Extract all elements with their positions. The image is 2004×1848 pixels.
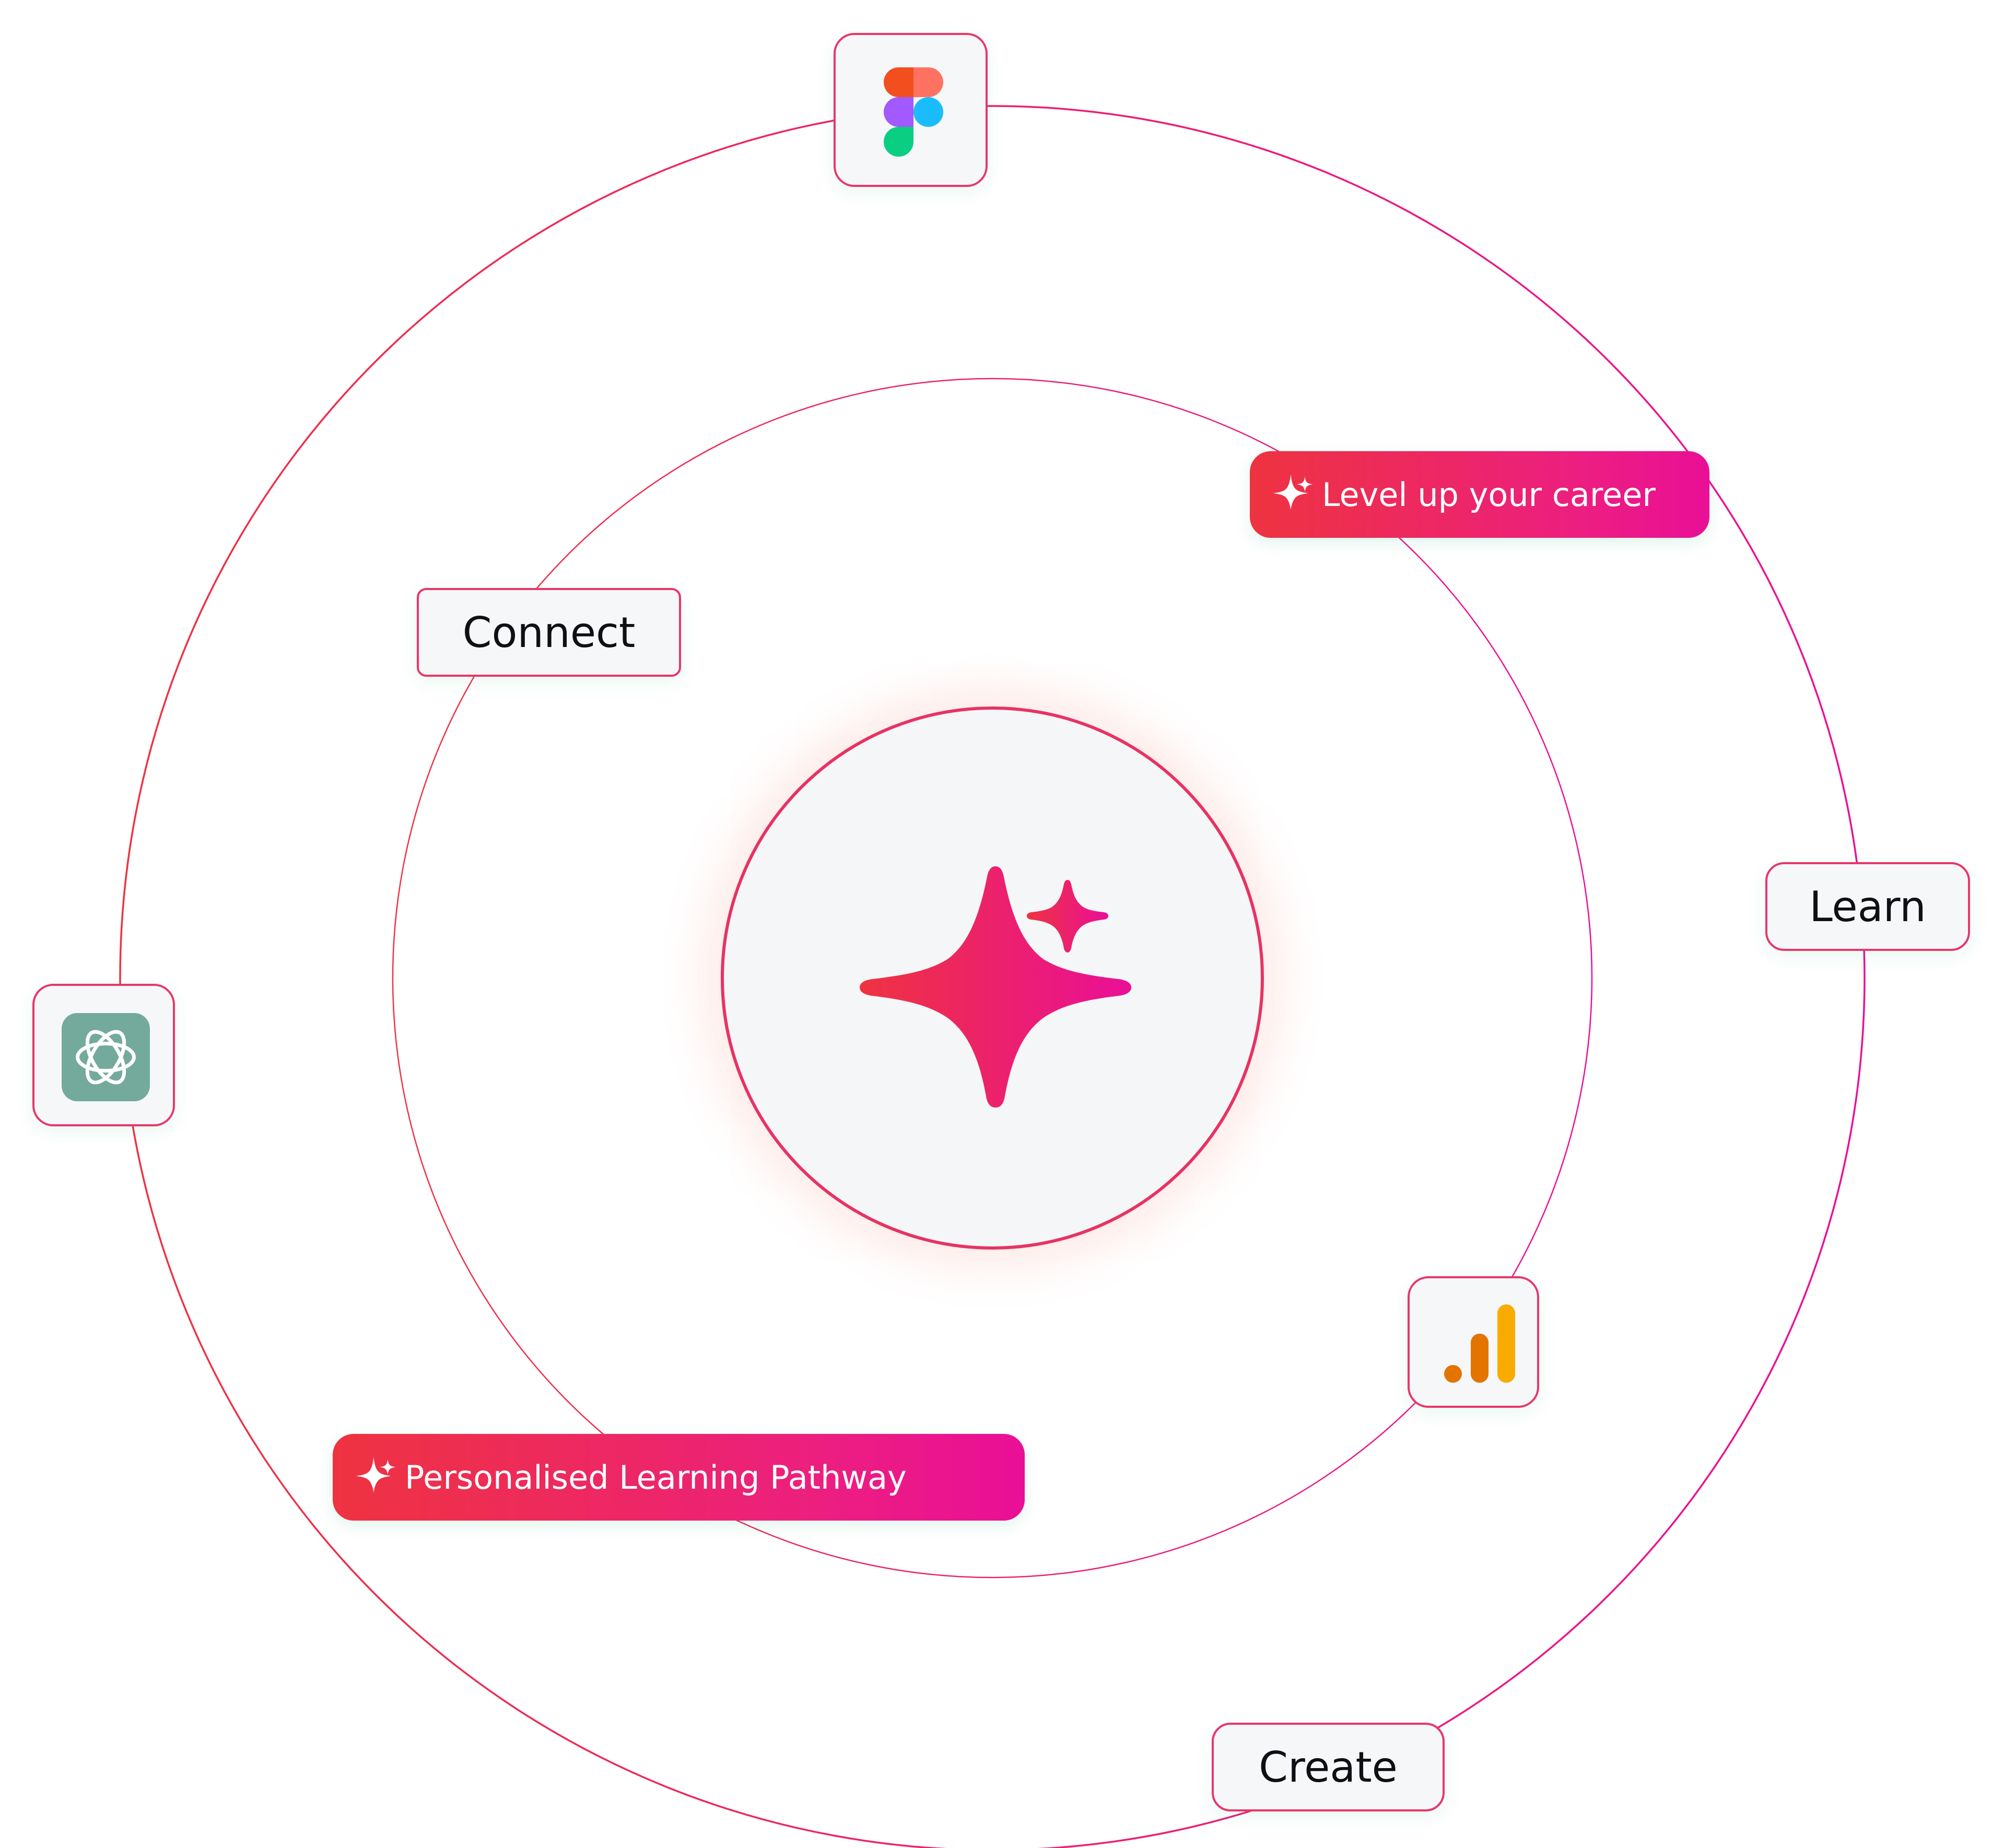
connect-label[interactable]: Connect xyxy=(417,588,681,677)
create-label[interactable]: Create xyxy=(1212,1723,1445,1811)
analytics-tile[interactable] xyxy=(1408,1276,1539,1408)
create-text: Create xyxy=(1259,1743,1398,1792)
learn-text: Learn xyxy=(1809,882,1926,931)
learn-label[interactable]: Learn xyxy=(1765,862,1970,951)
center-hub xyxy=(721,707,1264,1250)
openai-tile[interactable] xyxy=(32,984,175,1126)
openai-icon xyxy=(62,1013,150,1101)
sparkle-icon xyxy=(1273,474,1313,510)
outer-orbit xyxy=(119,105,1866,1848)
inner-orbit xyxy=(392,378,1593,1579)
connect-text: Connect xyxy=(462,608,636,657)
sparkle-icon xyxy=(860,866,1131,1108)
career-tag[interactable]: Level up your career xyxy=(1250,451,1709,538)
analytics-icon xyxy=(1444,1304,1515,1383)
pathway-tag[interactable]: Personalised Learning Pathway xyxy=(333,1434,1025,1521)
career-text: Level up your career xyxy=(1322,475,1656,514)
figma-icon xyxy=(884,67,943,157)
figma-tile[interactable] xyxy=(834,33,988,187)
pathway-text: Personalised Learning Pathway xyxy=(405,1458,907,1497)
sparkle-icon xyxy=(356,1457,396,1493)
